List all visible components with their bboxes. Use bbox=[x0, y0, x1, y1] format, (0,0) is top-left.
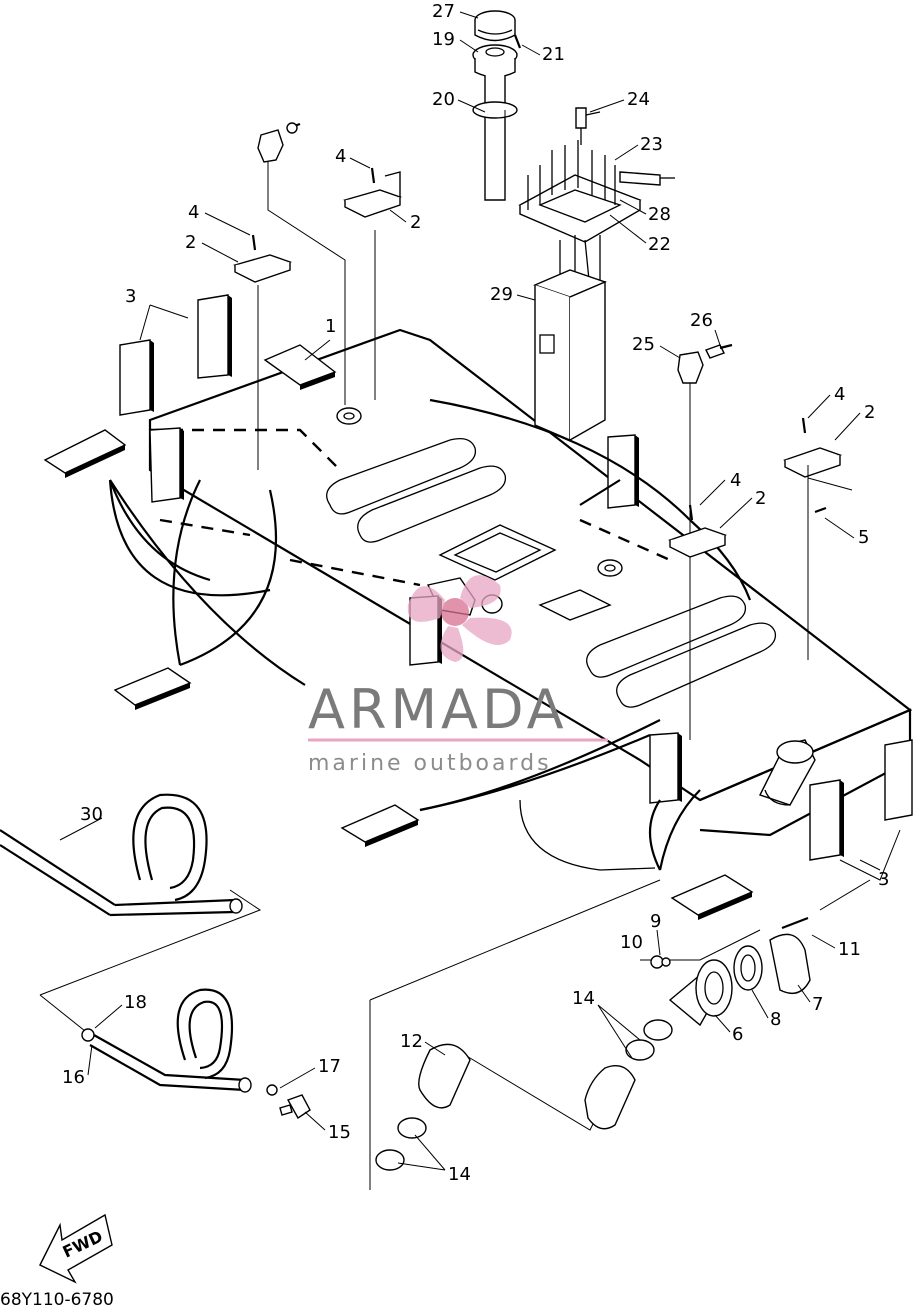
filler-gasket bbox=[733, 945, 763, 991]
callout-18: 18 bbox=[124, 992, 147, 1013]
callout-4c: 4 bbox=[834, 384, 845, 405]
small-fittings bbox=[233, 122, 843, 558]
callout-17: 17 bbox=[318, 1056, 341, 1077]
callout-14b: 14 bbox=[448, 1164, 471, 1185]
filler-hose-short bbox=[418, 1043, 471, 1109]
fwd-arrow: FWD bbox=[39, 1213, 113, 1284]
callout-leaders bbox=[59, 11, 881, 1171]
propeller-logo-icon bbox=[407, 575, 512, 662]
callout-1: 1 bbox=[325, 316, 336, 337]
grommet-mid bbox=[597, 559, 623, 577]
callout-22: 22 bbox=[648, 234, 671, 255]
sender-tube bbox=[472, 75, 518, 201]
callout-23: 23 bbox=[640, 134, 663, 155]
callout-8: 8 bbox=[770, 1009, 781, 1030]
pad bbox=[884, 739, 913, 821]
fuel-gauge-head bbox=[472, 44, 518, 78]
fuel-sender-assembly bbox=[472, 10, 675, 442]
screw bbox=[688, 504, 694, 521]
watermark-subtitle: marine outboards bbox=[308, 751, 552, 776]
pad bbox=[670, 874, 754, 920]
hose-clamp bbox=[643, 1019, 673, 1041]
callout-3b: 3 bbox=[878, 869, 889, 890]
filler-parts bbox=[375, 916, 811, 1171]
pad bbox=[149, 427, 184, 503]
hose-clamp bbox=[375, 1149, 405, 1171]
drain-hose bbox=[81, 988, 252, 1093]
callout-27: 27 bbox=[432, 1, 455, 22]
callout-7: 7 bbox=[812, 994, 823, 1015]
callout-3a: 3 bbox=[125, 286, 136, 307]
vent-fitting bbox=[575, 107, 601, 145]
callout-15: 15 bbox=[328, 1122, 351, 1143]
callout-28: 28 bbox=[648, 204, 671, 225]
sender-guard bbox=[533, 269, 607, 442]
callout-14a: 14 bbox=[572, 988, 595, 1009]
callout-2b: 2 bbox=[185, 232, 196, 253]
hose-clamp bbox=[397, 1117, 427, 1139]
elbow-fitting bbox=[677, 351, 704, 384]
callout-labels: 27 19 21 20 24 23 28 22 29 26 25 4 2 4 2… bbox=[62, 1, 889, 1185]
callout-2a: 2 bbox=[410, 212, 421, 233]
screw bbox=[801, 417, 807, 434]
pad bbox=[340, 804, 420, 847]
callout-30: 30 bbox=[80, 804, 103, 825]
bracket bbox=[667, 527, 728, 558]
callout-21: 21 bbox=[542, 44, 565, 65]
bracket bbox=[233, 254, 293, 283]
filler-hose-long bbox=[584, 1065, 636, 1130]
pad bbox=[113, 667, 192, 710]
callout-5: 5 bbox=[858, 527, 869, 548]
callout-26: 26 bbox=[690, 310, 713, 331]
drain-plug bbox=[266, 1084, 311, 1120]
callout-11: 11 bbox=[838, 939, 861, 960]
callout-10: 10 bbox=[620, 932, 643, 953]
screw bbox=[370, 167, 376, 184]
pad bbox=[119, 339, 154, 416]
callout-20: 20 bbox=[432, 89, 455, 110]
callout-4a: 4 bbox=[335, 146, 346, 167]
callout-24: 24 bbox=[627, 89, 650, 110]
callout-16: 16 bbox=[62, 1067, 85, 1088]
bracket bbox=[782, 447, 843, 478]
vent-hose bbox=[0, 793, 243, 917]
hose-clamp bbox=[625, 1039, 655, 1061]
callout-2c: 2 bbox=[864, 402, 875, 423]
pad bbox=[197, 294, 232, 379]
armada-watermark: ARMADA marine outboards bbox=[308, 575, 608, 776]
screw bbox=[251, 234, 257, 251]
tank-pads bbox=[43, 294, 913, 920]
pad bbox=[607, 434, 639, 509]
filler-cap bbox=[769, 933, 811, 994]
callout-9: 9 bbox=[650, 911, 661, 932]
elbow-fitting bbox=[257, 129, 284, 163]
plate-bolts bbox=[527, 140, 616, 210]
pad bbox=[43, 429, 127, 478]
sender-connector bbox=[619, 171, 661, 186]
callout-12: 12 bbox=[400, 1031, 423, 1052]
screw bbox=[513, 34, 522, 49]
callout-2d: 2 bbox=[755, 488, 766, 509]
grommet-rear bbox=[336, 407, 362, 425]
filler-neck bbox=[759, 739, 816, 806]
sender-cap bbox=[474, 10, 516, 42]
screw bbox=[814, 506, 827, 514]
pad bbox=[263, 344, 337, 390]
pad bbox=[649, 732, 682, 804]
pad bbox=[809, 779, 844, 861]
callout-29: 29 bbox=[490, 284, 513, 305]
sender-mount-plate bbox=[438, 524, 557, 581]
assembly-arrows bbox=[108, 398, 752, 871]
bracket bbox=[343, 171, 403, 218]
diagram-code: 68Y110-6780 bbox=[0, 1290, 114, 1309]
callout-25: 25 bbox=[632, 334, 655, 355]
sender-plate bbox=[518, 174, 642, 243]
callout-6: 6 bbox=[732, 1024, 743, 1045]
callout-4b: 4 bbox=[188, 202, 199, 223]
watermark-title: ARMADA bbox=[308, 678, 568, 741]
tank-slots bbox=[326, 437, 777, 708]
callout-19: 19 bbox=[432, 29, 455, 50]
callout-4d: 4 bbox=[730, 470, 741, 491]
